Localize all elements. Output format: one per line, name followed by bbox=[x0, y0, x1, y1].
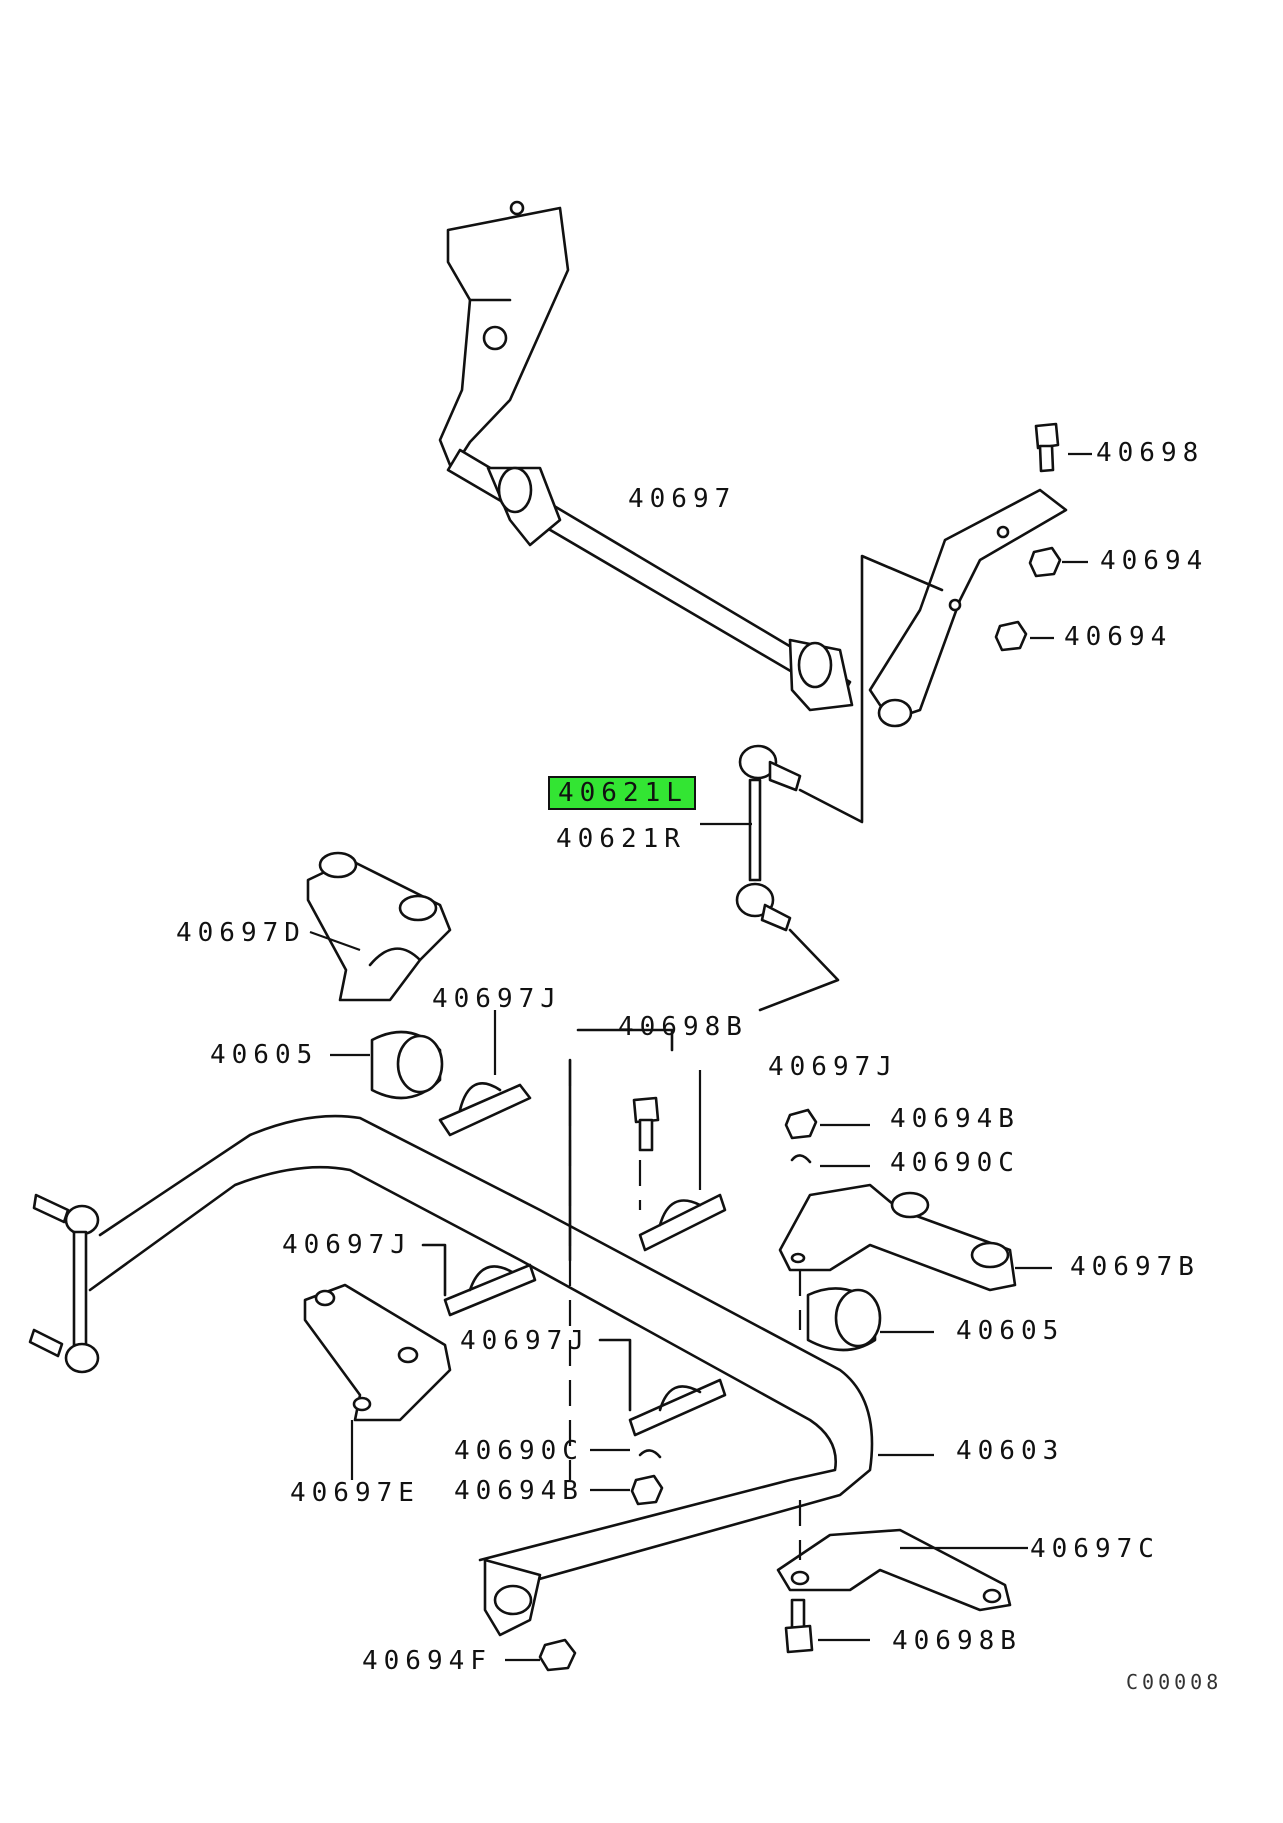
bracket-40697D bbox=[306, 851, 452, 1002]
label-40698B-b[interactable]: 40698B bbox=[892, 1626, 1022, 1656]
left-link bbox=[28, 1193, 100, 1374]
upper-bracket-right bbox=[868, 488, 1068, 728]
label-40697D[interactable]: 40697D bbox=[176, 918, 306, 948]
diagram-code: C00008 bbox=[1126, 1670, 1223, 1694]
bolt-40698B-lower bbox=[784, 1598, 870, 1654]
bushing-left bbox=[330, 1030, 444, 1100]
upper-rod bbox=[446, 448, 854, 712]
bracket-40697B bbox=[778, 1183, 1052, 1292]
strap-j1 bbox=[438, 1010, 532, 1137]
bracket-40697C bbox=[776, 1528, 1028, 1612]
nut-40694B-upper bbox=[784, 1108, 870, 1168]
upper-bracket-left bbox=[438, 200, 570, 472]
label-40697J-a[interactable]: 40697J bbox=[432, 984, 562, 1014]
label-40697J-b[interactable]: 40697J bbox=[768, 1052, 898, 1082]
label-40697J-d[interactable]: 40697J bbox=[460, 1326, 590, 1356]
label-40690C-a[interactable]: 40690C bbox=[890, 1148, 1020, 1178]
label-40694B-b[interactable]: 40694B bbox=[454, 1476, 584, 1506]
label-40697B[interactable]: 40697B bbox=[1070, 1252, 1200, 1282]
bolt-40698 bbox=[1034, 422, 1092, 473]
label-40621R[interactable]: 40621R bbox=[556, 824, 686, 854]
label-40694-b[interactable]: 40694 bbox=[1064, 622, 1173, 652]
lower-washer-nut bbox=[590, 1448, 664, 1506]
main-stabilizer-bar bbox=[88, 1114, 934, 1637]
label-40694B-a[interactable]: 40694B bbox=[890, 1104, 1020, 1134]
nuts-40694 bbox=[994, 546, 1088, 652]
label-40697J-c[interactable]: 40697J bbox=[282, 1230, 412, 1260]
label-40697C[interactable]: 40697C bbox=[1030, 1534, 1160, 1564]
label-40605-b[interactable]: 40605 bbox=[956, 1316, 1065, 1346]
strap-j4 bbox=[598, 1338, 727, 1437]
label-40697[interactable]: 40697 bbox=[628, 484, 737, 514]
stabilizer-link bbox=[700, 554, 944, 1012]
strap-j3 bbox=[421, 1243, 537, 1317]
bushing-right bbox=[806, 1287, 934, 1352]
strap-j2 bbox=[638, 1070, 727, 1252]
label-40697E[interactable]: 40697E bbox=[290, 1478, 420, 1508]
label-40698B-a[interactable]: 40698B bbox=[618, 1012, 748, 1042]
label-40694-a[interactable]: 40694 bbox=[1100, 546, 1209, 576]
label-40621L-highlighted[interactable]: 40621L bbox=[548, 776, 696, 810]
label-40603[interactable]: 40603 bbox=[956, 1436, 1065, 1466]
label-40690C-b[interactable]: 40690C bbox=[454, 1436, 584, 1466]
label-40605-a[interactable]: 40605 bbox=[210, 1040, 319, 1070]
label-40698[interactable]: 40698 bbox=[1096, 438, 1205, 468]
label-40694F[interactable]: 40694F bbox=[362, 1646, 492, 1676]
bracket-40697E bbox=[303, 1283, 452, 1480]
nut-40694F bbox=[505, 1638, 577, 1672]
